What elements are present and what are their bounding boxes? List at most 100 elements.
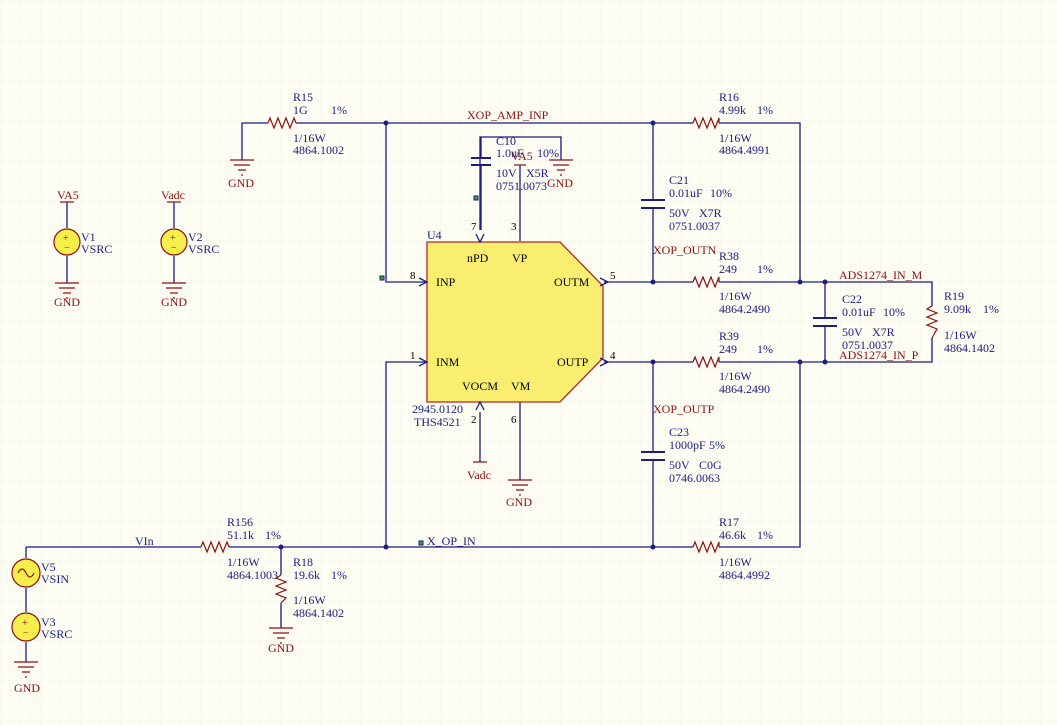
pin-label-npd: nPD: [467, 251, 489, 265]
resistor-power: 1/16W: [719, 289, 752, 303]
resistor-r16[interactable]: R16 4.99k 1% 1/16W 4864.4991: [692, 90, 773, 157]
resistor-r17[interactable]: R17 46.6k 1% 1/16W 4864.4992: [692, 515, 773, 582]
capacitor-c22[interactable]: C22 0.01uF 10% 50V X7R 0751.0037: [813, 292, 905, 352]
net-label-x-op-in: X_OP_IN: [427, 534, 476, 548]
pin-number-vp: 3: [511, 221, 517, 233]
source-ref: V5: [41, 560, 56, 574]
net-label-ads1274-in-m: ADS1274_IN_M: [839, 268, 923, 282]
capacitor-ref: C21: [669, 173, 689, 187]
source-v1[interactable]: VA5 + − V1 VSRC: [53, 188, 112, 256]
resistor-ref: R39: [719, 329, 739, 343]
dc-source-icon: [160, 228, 188, 256]
ground-icon: [269, 627, 293, 644]
resistor-tolerance: 1%: [265, 528, 281, 542]
ground-c10: GND: [547, 159, 573, 190]
resistor-r15[interactable]: R15 1G 1% 1/16W 4864.1002: [267, 90, 347, 157]
ground-label: GND: [54, 295, 80, 309]
net-flag-marker: [418, 540, 424, 546]
pin-label-inp: INP: [436, 275, 456, 289]
resistor-value: 1G: [293, 103, 308, 117]
capacitor-ref: C10: [496, 134, 516, 148]
ground-icon: [549, 159, 573, 176]
vadc-vocm: Vadc: [467, 461, 491, 482]
resistor-r18[interactable]: R18 19.6k 1% 1/16W 4864.1402: [274, 555, 347, 620]
resistor-part-number: 4864.2490: [719, 302, 770, 316]
resistor-icon: [692, 116, 720, 130]
resistor-power: 1/16W: [227, 555, 260, 569]
net-label-vin: VIn: [135, 534, 154, 548]
sine-wave-icon: [17, 568, 35, 578]
resistor-power: 1/16W: [944, 328, 977, 342]
resistor-ref: R18: [293, 555, 313, 569]
resistor-tolerance: 1%: [757, 528, 773, 542]
ground-label: GND: [506, 495, 532, 509]
capacitor-voltage: 10V: [496, 166, 517, 180]
pin-number-outp: 4: [610, 350, 616, 362]
pin-arrow-icon: [418, 277, 429, 287]
plus-sign: +: [170, 233, 176, 244]
pin-label-vp: VP: [512, 251, 528, 265]
plus-sign: +: [22, 618, 28, 629]
pin-arrow-icon: [475, 233, 485, 244]
resistor-part-number: 4864.4992: [719, 568, 770, 582]
resistor-r39[interactable]: R39 249 1% 1/16W 4864.2490: [692, 329, 773, 396]
capacitor-c23[interactable]: C23 1000pF 5% 50V C0G 0746.0063: [641, 425, 725, 485]
pin-label-inm: INM: [436, 355, 460, 369]
resistor-power: 1/16W: [719, 131, 752, 145]
capacitor-tolerance: 10%: [883, 305, 905, 319]
ground-r15: GND: [228, 159, 254, 190]
resistor-r38[interactable]: R38 249 1% 1/16W 4864.2490: [692, 249, 773, 316]
source-ref: V3: [41, 615, 56, 629]
capacitor-icon: [813, 317, 837, 327]
capacitor-tolerance: 10%: [537, 146, 559, 160]
capacitor-ref: C22: [842, 292, 862, 306]
capacitor-c21[interactable]: C21 0.01uF 10% 50V X7R 0751.0037: [641, 173, 732, 233]
ground-v2: GND: [161, 282, 187, 309]
capacitor-tolerance: 5%: [709, 438, 725, 452]
resistor-value: 9.09k: [944, 302, 971, 316]
source-ref: V2: [188, 230, 203, 244]
resistor-icon: [267, 116, 297, 130]
dc-source-icon: [53, 228, 81, 256]
source-type: VSRC: [188, 242, 219, 256]
resistor-part-number: 4864.1002: [293, 143, 344, 157]
capacitor-voltage: 50V: [842, 325, 863, 339]
resistor-r156[interactable]: R156 51.1k 1% 1/16W 4864.1003: [200, 515, 281, 582]
resistor-tolerance: 1%: [757, 103, 773, 117]
net-label-vadc-vocm: Vadc: [467, 468, 491, 482]
pin-number-inp: 8: [410, 270, 416, 282]
ground-icon: [508, 479, 532, 496]
capacitor-part-number: 0751.0073: [496, 179, 547, 193]
resistor-power: 1/16W: [719, 555, 752, 569]
net-flag-marker: [379, 275, 385, 281]
capacitor-c10[interactable]: C10 1.0uF 10% 10V X5R 0751.0073: [471, 134, 559, 230]
capacitor-value: 0.01uF: [842, 305, 876, 319]
resistor-value: 51.1k: [227, 528, 254, 542]
source-type: VSRC: [81, 242, 112, 256]
capacitor-tolerance: 10%: [710, 186, 732, 200]
source-v3[interactable]: + − V3 VSRC: [11, 612, 72, 642]
resistor-power: 1/16W: [293, 131, 326, 145]
pin-label-vm: VM: [511, 379, 531, 393]
source-ref: V1: [81, 230, 96, 244]
source-v2[interactable]: Vadc + − V2 VSRC: [160, 188, 219, 256]
net-label-va5: VA5: [57, 188, 79, 202]
capacitor-value: 1000pF: [669, 438, 706, 452]
resistor-ref: R156: [227, 515, 253, 529]
junction-dots: [278, 120, 828, 550]
resistor-icon: [200, 540, 230, 554]
capacitor-voltage: 50V: [669, 206, 690, 220]
source-v5[interactable]: V5 VSIN: [11, 558, 69, 588]
opamp-part-number: 2945.0120: [412, 402, 463, 416]
resistor-tolerance: 1%: [983, 302, 999, 316]
resistor-part-number: 4864.1402: [293, 606, 344, 620]
opamp-u4[interactable]: U4 INP INM OUTM OUTP nPD VP VOCM VM 8 1 …: [410, 221, 616, 429]
minus-sign: −: [64, 243, 70, 254]
ground-label: GND: [14, 681, 40, 695]
resistor-icon: [692, 355, 720, 369]
resistor-ref: R19: [944, 289, 964, 303]
resistor-r19[interactable]: R19 9.09k 1% 1/16W 4864.1402: [925, 289, 999, 355]
pin-number-vm: 6: [511, 414, 517, 426]
ground-label: GND: [268, 641, 294, 655]
